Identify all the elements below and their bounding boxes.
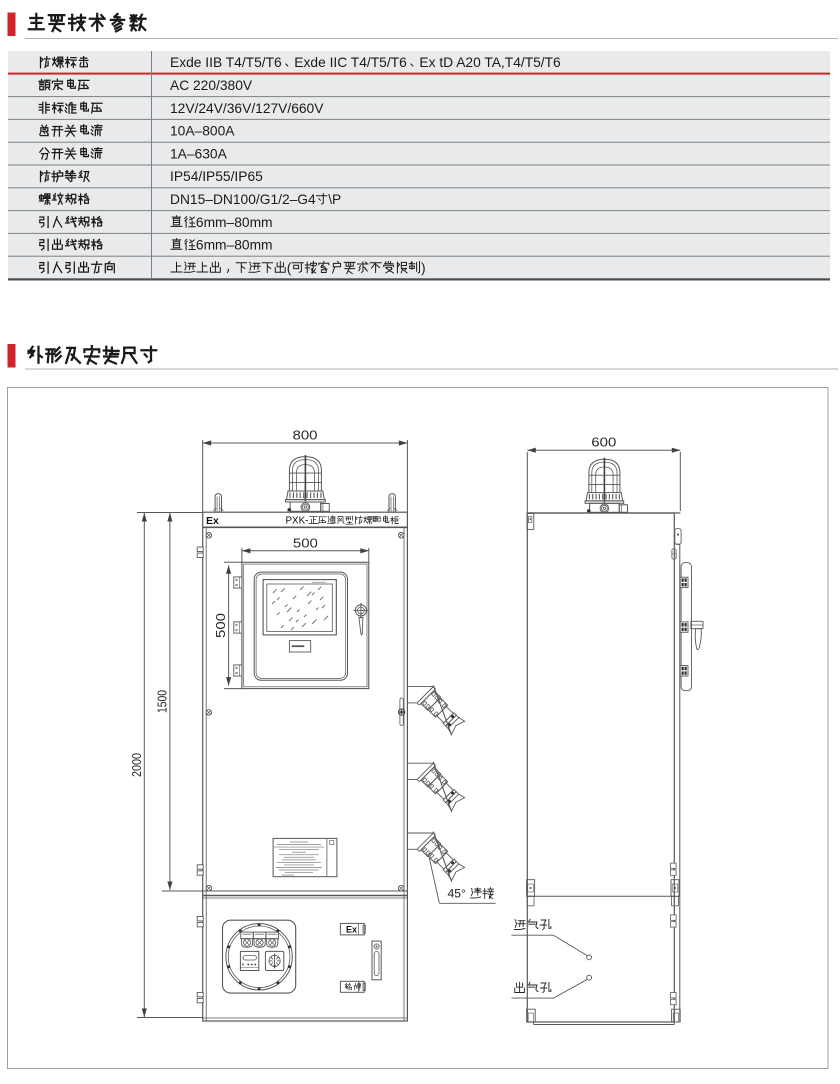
svg-text:2000: 2000 xyxy=(129,753,144,777)
svg-text:600: 600 xyxy=(591,435,616,450)
svg-text:800: 800 xyxy=(293,428,318,443)
svg-text:IP54/IP55/IP65: IP54/IP55/IP65 xyxy=(170,169,263,184)
svg-text:500: 500 xyxy=(213,613,228,638)
svg-text:Ex: Ex xyxy=(346,924,357,934)
svg-text:AC 220/380V: AC 220/380V xyxy=(170,78,253,93)
svg-text:45°: 45° xyxy=(448,887,467,901)
svg-text:Ex tD A20 TA,T4/T5/T6: Ex tD A20 TA,T4/T5/T6 xyxy=(419,55,561,70)
svg-text:): ) xyxy=(421,260,426,275)
svg-text:12V/24V/36V/127V/660V: 12V/24V/36V/127V/660V xyxy=(170,101,324,116)
svg-text:1500: 1500 xyxy=(154,690,169,713)
svg-text:Exde IIC T4/T5/T6: Exde IIC T4/T5/T6 xyxy=(294,55,407,70)
svg-text:1A–630A: 1A–630A xyxy=(170,146,228,161)
svg-text:Ex: Ex xyxy=(206,515,219,527)
svg-text:6mm–80mm: 6mm–80mm xyxy=(196,215,273,230)
svg-text:6mm–80mm: 6mm–80mm xyxy=(196,238,273,253)
svg-text:DN15–DN100/G1/2–G4: DN15–DN100/G1/2–G4 xyxy=(170,192,316,207)
svg-text:500: 500 xyxy=(293,535,318,550)
svg-text:PXK-: PXK- xyxy=(286,516,309,527)
svg-text:Exde IIB T4/T5/T6: Exde IIB T4/T5/T6 xyxy=(170,55,282,70)
svg-text:\P: \P xyxy=(328,192,341,207)
svg-text:10A–800A: 10A–800A xyxy=(170,124,235,139)
svg-text:(: ( xyxy=(287,260,292,275)
